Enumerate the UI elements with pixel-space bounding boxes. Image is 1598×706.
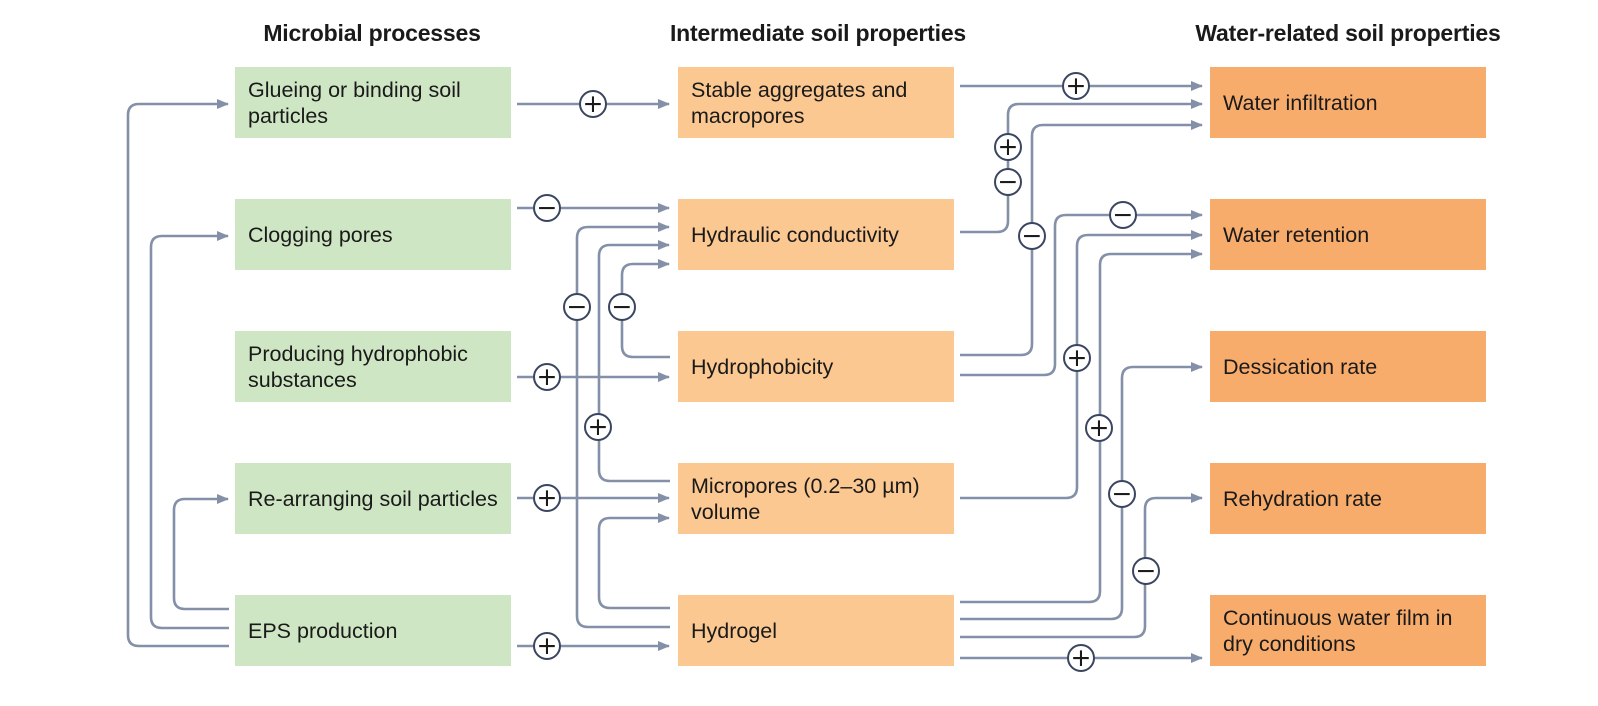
- box-stable-aggregates-macropores: Stable aggregates and macropores: [678, 67, 954, 138]
- effect-sign-label: −: [998, 167, 1019, 196]
- effect-sign-label: +: [588, 412, 609, 441]
- plus-sign-icon: [1085, 414, 1113, 442]
- heading-water-related-soil-properties: Water-related soil properties: [1195, 20, 1501, 46]
- box-re-arranging-soil-particles: Re-arranging soil particles: [235, 463, 511, 534]
- effect-sign-label: +: [537, 631, 558, 660]
- plus-sign-icon: [1062, 72, 1090, 100]
- effect-sign-label: +: [1066, 71, 1087, 100]
- box-rehydration-rate: Rehydration rate: [1210, 463, 1486, 534]
- heading-intermediate-soil-properties: Intermediate soil properties: [669, 20, 967, 46]
- connector-line-20: [960, 493, 1203, 639]
- effect-sign-label: −: [537, 193, 558, 222]
- connector-line-18: [960, 249, 1203, 604]
- connector-line-1: [126, 99, 229, 648]
- effect-sign-label: +: [1067, 343, 1088, 372]
- connector-line-14: [960, 99, 1203, 234]
- box-hydrogel: Hydrogel: [678, 595, 954, 666]
- heading-microbial-processes: Microbial processes: [263, 20, 481, 46]
- effect-sign-label: −: [612, 292, 633, 321]
- plus-sign-icon: [579, 90, 607, 118]
- effect-sign-label: +: [583, 89, 604, 118]
- effect-sign-label: +: [537, 483, 558, 512]
- minus-sign-icon: [563, 293, 591, 321]
- connector-line-12: [597, 513, 670, 610]
- connector-line-9: [575, 222, 670, 629]
- plus-sign-icon: [1067, 644, 1095, 672]
- effect-sign-label: −: [1022, 221, 1043, 250]
- effect-sign-label: −: [567, 292, 588, 321]
- effect-sign-label: +: [1071, 643, 1092, 672]
- effect-sign-label: −: [1136, 556, 1157, 585]
- plus-sign-icon: [533, 363, 561, 391]
- box-continuous-water-film: Continuous water film in dry conditions: [1210, 595, 1486, 666]
- effect-sign-label: +: [1089, 413, 1110, 442]
- connector-line-2: [149, 231, 229, 630]
- box-hydraulic-conductivity: Hydraulic conductivity: [678, 199, 954, 270]
- minus-sign-icon: [1132, 557, 1160, 585]
- connector-line-16: [960, 210, 1203, 377]
- connector-line-15: [960, 120, 1203, 357]
- box-hydrophobicity: Hydrophobicity: [678, 331, 954, 402]
- box-glueing-binding-soil-particles: Glueing or binding soil particles: [235, 67, 511, 138]
- plus-sign-icon: [533, 632, 561, 660]
- minus-sign-icon: [1109, 201, 1137, 229]
- plus-sign-icon: [533, 484, 561, 512]
- box-micropores-volume: Micropores (0.2–30 µm) volume: [678, 463, 954, 534]
- minus-sign-icon: [608, 293, 636, 321]
- effect-sign-label: −: [1112, 479, 1133, 508]
- box-water-infiltration: Water infiltration: [1210, 67, 1486, 138]
- box-clogging-pores: Clogging pores: [235, 199, 511, 270]
- minus-sign-icon: [533, 194, 561, 222]
- connector-line-10: [597, 240, 670, 483]
- connector-line-19: [960, 362, 1203, 621]
- plus-sign-icon: [994, 133, 1022, 161]
- effect-sign-label: +: [537, 362, 558, 391]
- box-dessication-rate: Dessication rate: [1210, 331, 1486, 402]
- box-water-retention: Water retention: [1210, 199, 1486, 270]
- plus-sign-icon: [1063, 344, 1091, 372]
- effect-sign-label: −: [1113, 200, 1134, 229]
- minus-sign-icon: [1108, 480, 1136, 508]
- effect-sign-label: +: [998, 132, 1019, 161]
- minus-sign-icon: [1018, 222, 1046, 250]
- connector-line-3: [172, 494, 229, 611]
- box-eps-production: EPS production: [235, 595, 511, 666]
- box-producing-hydrophobic-substances: Producing hydrophobic substances: [235, 331, 511, 402]
- minus-sign-icon: [994, 168, 1022, 196]
- plus-sign-icon: [584, 413, 612, 441]
